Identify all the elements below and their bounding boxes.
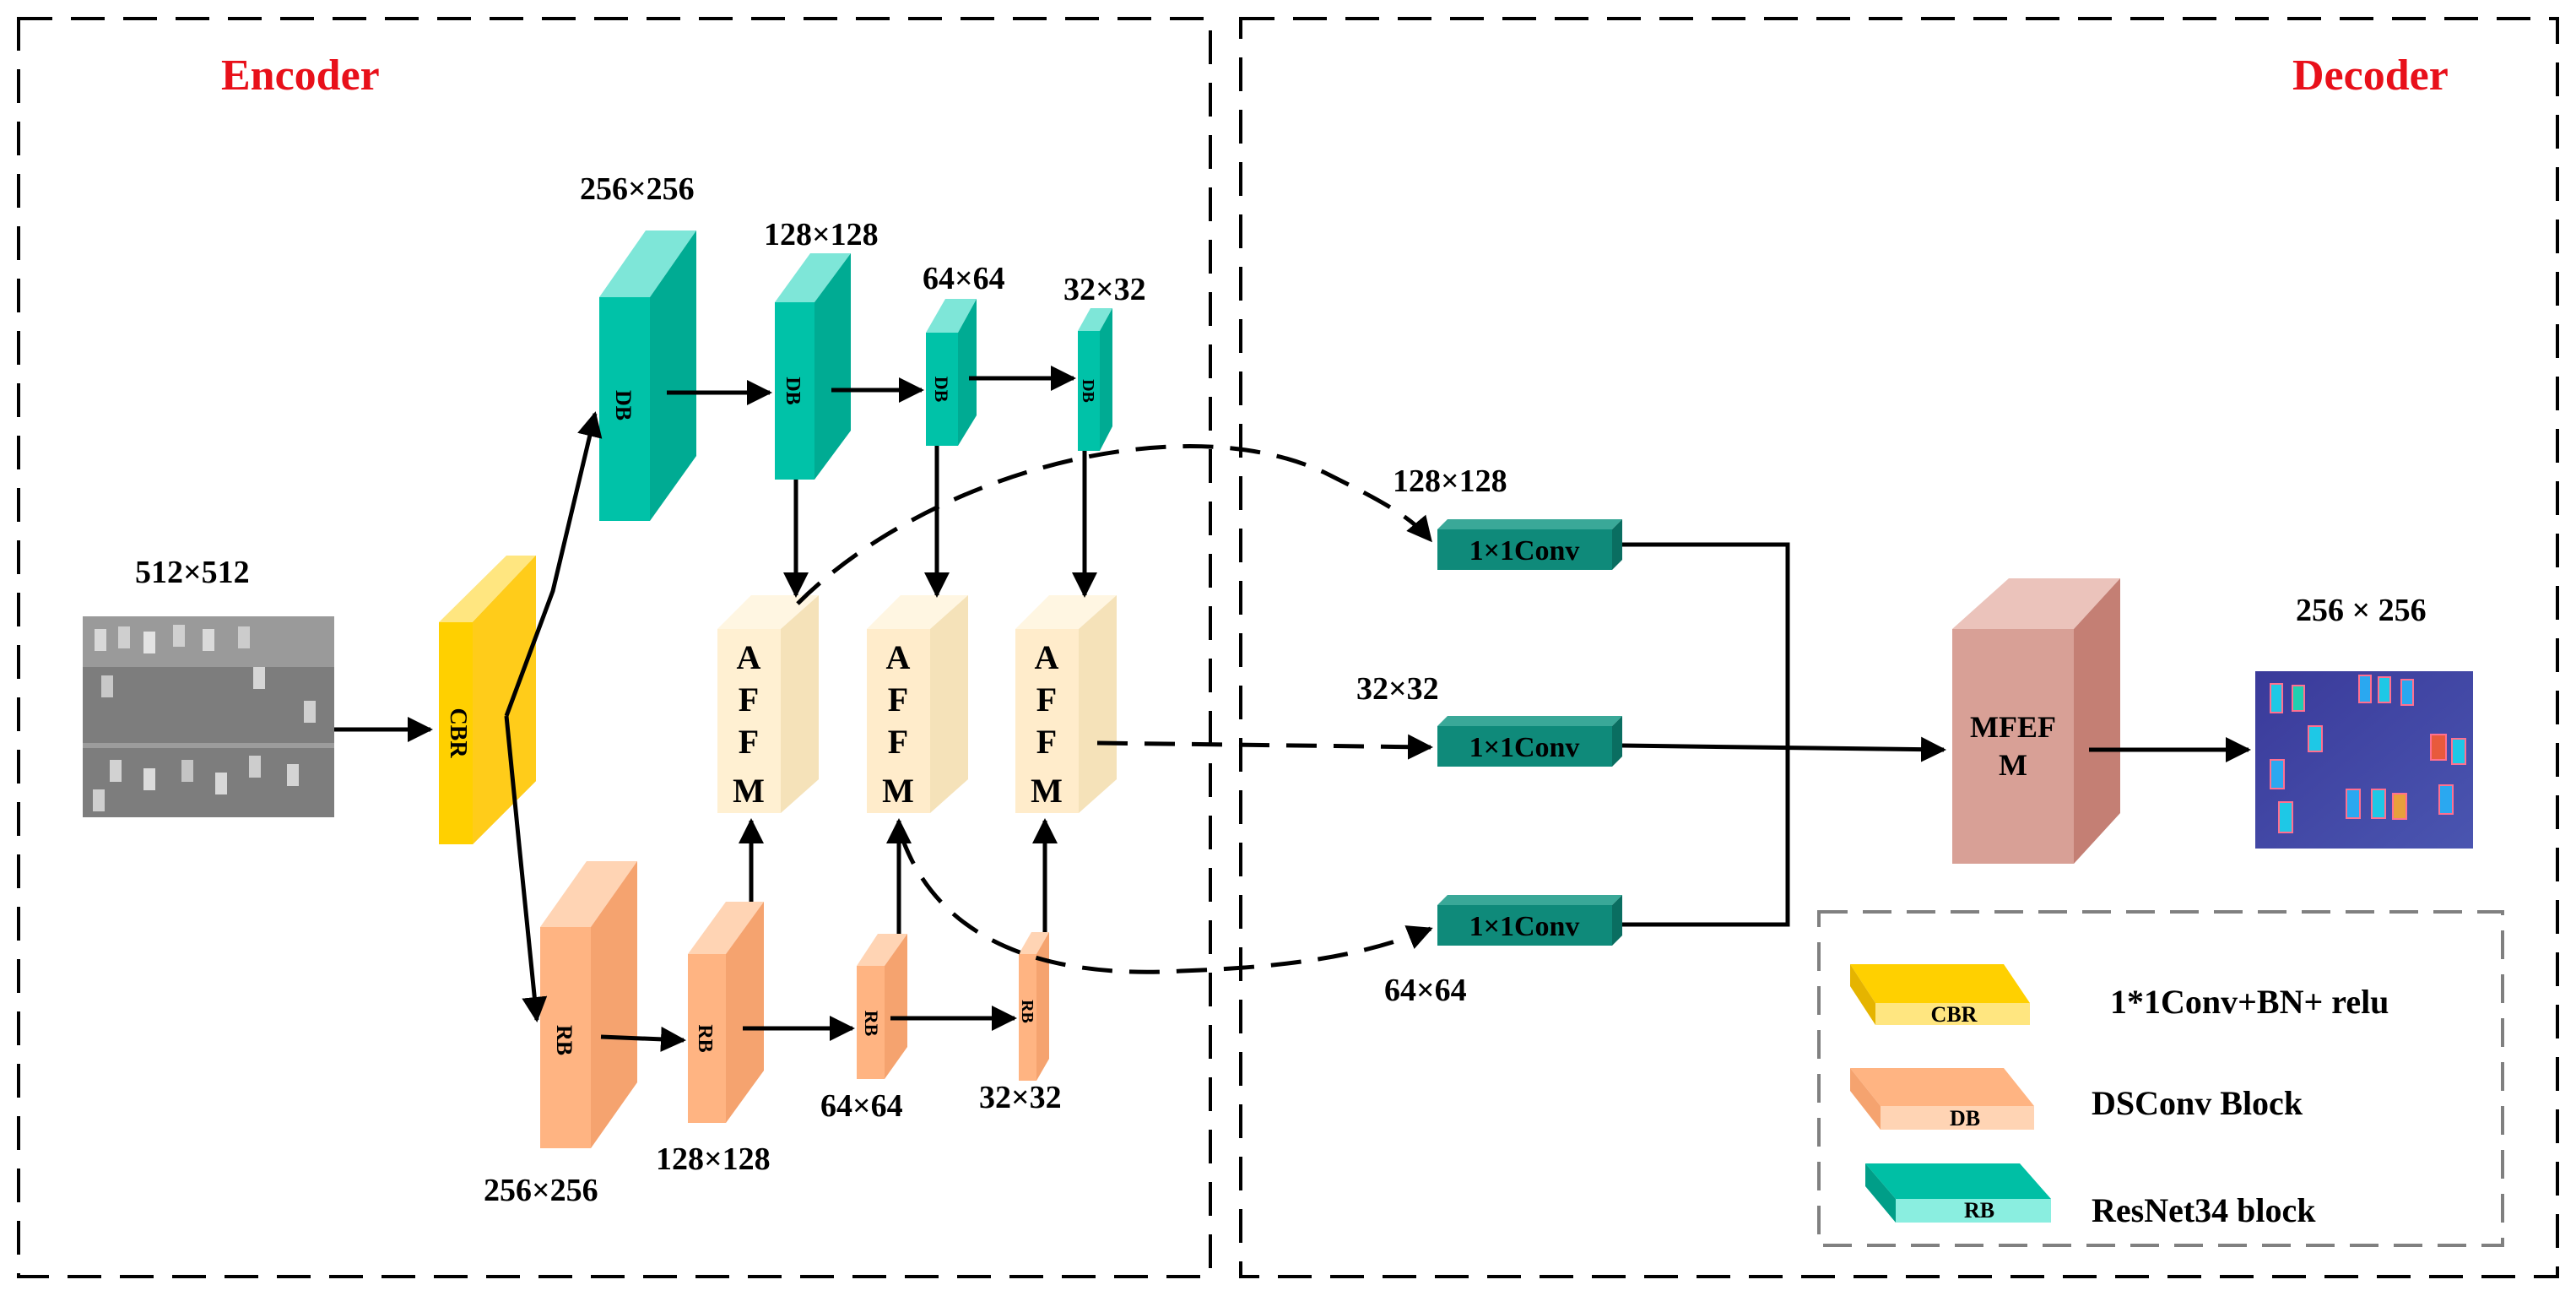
db-3-label: DB [931, 377, 952, 403]
rb-block-4 [1019, 932, 1049, 1081]
db-3-size-label: 64×64 [923, 261, 1005, 296]
rb-4-size-label: 32×32 [979, 1080, 1062, 1115]
legend-cbr-block-label: CBR [1931, 1002, 1978, 1027]
db-4-size-label: 32×32 [1063, 272, 1146, 307]
rb-3-size-label: 64×64 [820, 1088, 903, 1124]
rb-block-2 [688, 902, 764, 1123]
conv-bot-size-label: 64×64 [1384, 973, 1467, 1008]
legend-rb-text: ResNet34 block [2092, 1191, 2316, 1229]
cbr-label: CBR [445, 708, 471, 758]
db-block-2 [775, 253, 851, 480]
decoder-title: Decoder [2292, 52, 2449, 100]
db-4-label: DB [1079, 379, 1097, 403]
db-1-label: DB [611, 390, 636, 420]
db-block-3 [926, 299, 977, 446]
conv-mid-size-label: 32×32 [1356, 671, 1439, 707]
db-block-4 [1078, 308, 1112, 451]
decoder-region [1239, 17, 2559, 1278]
db-2-size-label: 128×128 [764, 217, 879, 252]
db-block-1 [599, 230, 696, 521]
affm-3-letter-f: F [1036, 681, 1057, 718]
db-2-label: DB [782, 377, 804, 404]
rb-block-3 [857, 934, 907, 1079]
conv-block-bot [1437, 895, 1622, 946]
affm-3-letter-a: A [1035, 638, 1059, 676]
affm-2-letter-f2: F [888, 723, 908, 761]
legend-rb-swatch [1865, 1163, 2051, 1223]
legend-db-swatch [1850, 1068, 2034, 1130]
legend-box [1817, 910, 2504, 1247]
output-heatmap-image [2255, 671, 2473, 849]
legend-db-text: DSConv Block [2092, 1084, 2303, 1122]
affm-block-2 [867, 595, 968, 813]
affm-block-3 [1015, 595, 1117, 813]
legend-rb-block-label: RB [1964, 1198, 1994, 1223]
rb-2-size-label: 128×128 [656, 1141, 771, 1177]
rb-2-label: RB [694, 1024, 716, 1052]
affm-1-letter-f: F [739, 681, 759, 718]
affm-1-letter-f2: F [739, 723, 759, 761]
db-1-size-label: 256×256 [580, 171, 695, 207]
affm-1-letter-a: A [737, 638, 761, 676]
legend-db-block-label: DB [1950, 1106, 1980, 1131]
rb-3-label: RB [861, 1011, 882, 1037]
affm-2-letter-m: M [882, 772, 914, 810]
mfefm-label-line2: M [1999, 748, 2027, 782]
rb-block-1 [540, 861, 637, 1148]
mfefm-label-line1: MFEF [1970, 710, 2056, 744]
affm-block-1 [717, 595, 819, 813]
affm-1-letter-m: M [733, 772, 765, 810]
output-size-label: 256 × 256 [2296, 593, 2427, 628]
encoder-region [17, 17, 1212, 1278]
legend-cbr-swatch [1850, 964, 2030, 1025]
rb-1-label: RB [552, 1025, 576, 1055]
cbr-block [439, 556, 536, 844]
affm-2-letter-f: F [888, 681, 908, 718]
conv-mid-label: 1×1Conv [1469, 732, 1580, 763]
legend-cbr-text: 1*1Conv+BN+ relu [2110, 983, 2389, 1021]
solid-arrows [334, 366, 2251, 1052]
conv-top-size-label: 128×128 [1393, 464, 1507, 499]
input-image [83, 616, 334, 817]
mfefm-block [1952, 578, 2120, 864]
rb-1-size-label: 256×256 [484, 1173, 598, 1208]
conv-top-label: 1×1Conv [1469, 535, 1580, 567]
affm-2-letter-a: A [886, 638, 911, 676]
conv-bot-label: 1×1Conv [1469, 911, 1580, 942]
encoder-title: Encoder [221, 52, 380, 100]
input-size-label: 512×512 [135, 555, 250, 590]
conv-block-mid [1437, 716, 1622, 767]
rb-4-label: RB [1018, 1000, 1036, 1023]
dashed-arrows [796, 444, 1433, 974]
affm-3-letter-m: M [1031, 772, 1063, 810]
affm-3-letter-f2: F [1036, 723, 1057, 761]
conv-block-top [1437, 519, 1622, 570]
